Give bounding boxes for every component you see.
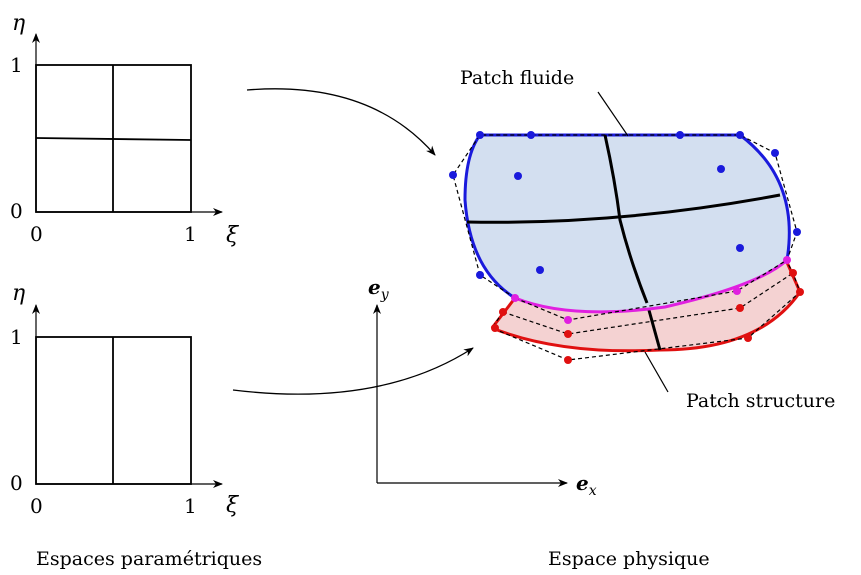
structure-patch [490, 259, 804, 364]
fluid-patch-fill [465, 135, 790, 312]
bottom-mapping-arrow [232, 347, 474, 395]
fluid-control-point [676, 131, 684, 139]
structure-patch-label: Patch structure [686, 390, 835, 412]
structure-patch-fill [492, 260, 800, 351]
structure-control-point [796, 288, 804, 296]
fluid-control-point [736, 244, 744, 252]
fluid-boundary-edge [463, 133, 791, 300]
physical-caption: Espace physique [548, 548, 710, 570]
fluid-control-point [736, 131, 744, 139]
top-horizontal-knot-line [35, 137, 192, 141]
top-xi-label: ξ [226, 223, 240, 248]
interface-control-point [564, 316, 572, 324]
ey-label: ey [368, 275, 390, 303]
fluid-control-point [449, 171, 457, 179]
fluid-interface-control-polygon [514, 259, 788, 321]
fluid-control-polygon [452, 134, 798, 299]
physical-axes: ey ex [368, 275, 597, 499]
bottom-xi-label: ξ [226, 493, 240, 518]
top-param-space: η ξ 1 0 0 1 [10, 11, 240, 248]
fluid-control-point [793, 228, 801, 236]
fluid-patch [449, 131, 801, 324]
bottom-tick-eta-one: 1 [10, 325, 23, 349]
structure-control-point [491, 324, 499, 332]
interface-control-point [511, 294, 519, 302]
structure-control-point [789, 269, 797, 277]
bottom-eta-label: η [12, 281, 25, 306]
top-tick-xi-zero: 0 [30, 222, 43, 246]
fluid-control-point [717, 165, 725, 173]
structure-internal-knot-line [645, 302, 662, 351]
bottom-tick-xi-one: 1 [184, 494, 197, 518]
structure-control-point [499, 308, 507, 316]
fluid-control-point [771, 149, 779, 157]
structure-control-point [736, 304, 744, 312]
bottom-param-space: η ξ 1 0 0 1 [10, 281, 240, 518]
param-caption: Espaces paramétriques [36, 548, 262, 570]
fluid-control-point [514, 172, 522, 180]
top-tick-eta-one: 1 [10, 53, 23, 77]
structure-control-point [564, 330, 572, 338]
interface-control-point [783, 256, 791, 264]
structure-leader-line [644, 351, 669, 393]
structure-inner-control-polygon [502, 272, 794, 335]
top-eta-label: η [12, 11, 25, 36]
top-tick-eta-zero: 0 [10, 199, 23, 223]
fluid-structure-interface [514, 258, 789, 314]
fluid-control-point [476, 271, 484, 279]
bottom-tick-xi-zero: 0 [30, 494, 43, 518]
structure-control-point [564, 356, 572, 364]
top-mapping-arrow [246, 88, 436, 156]
fluid-leader-line [597, 91, 629, 137]
fluid-patch-label: Patch fluide [460, 67, 574, 89]
bottom-tick-eta-zero: 0 [10, 471, 23, 495]
fluid-control-point [536, 266, 544, 274]
fluid-internal-knot-line-horizontal [466, 193, 781, 224]
ex-label: ex [576, 471, 597, 499]
fluid-control-point [527, 131, 535, 139]
top-tick-xi-one: 1 [184, 222, 197, 246]
fluid-control-point [476, 131, 484, 139]
interface-control-point [733, 287, 741, 295]
fluid-internal-knot-line-vertical [603, 134, 649, 304]
structure-control-point [744, 334, 752, 342]
